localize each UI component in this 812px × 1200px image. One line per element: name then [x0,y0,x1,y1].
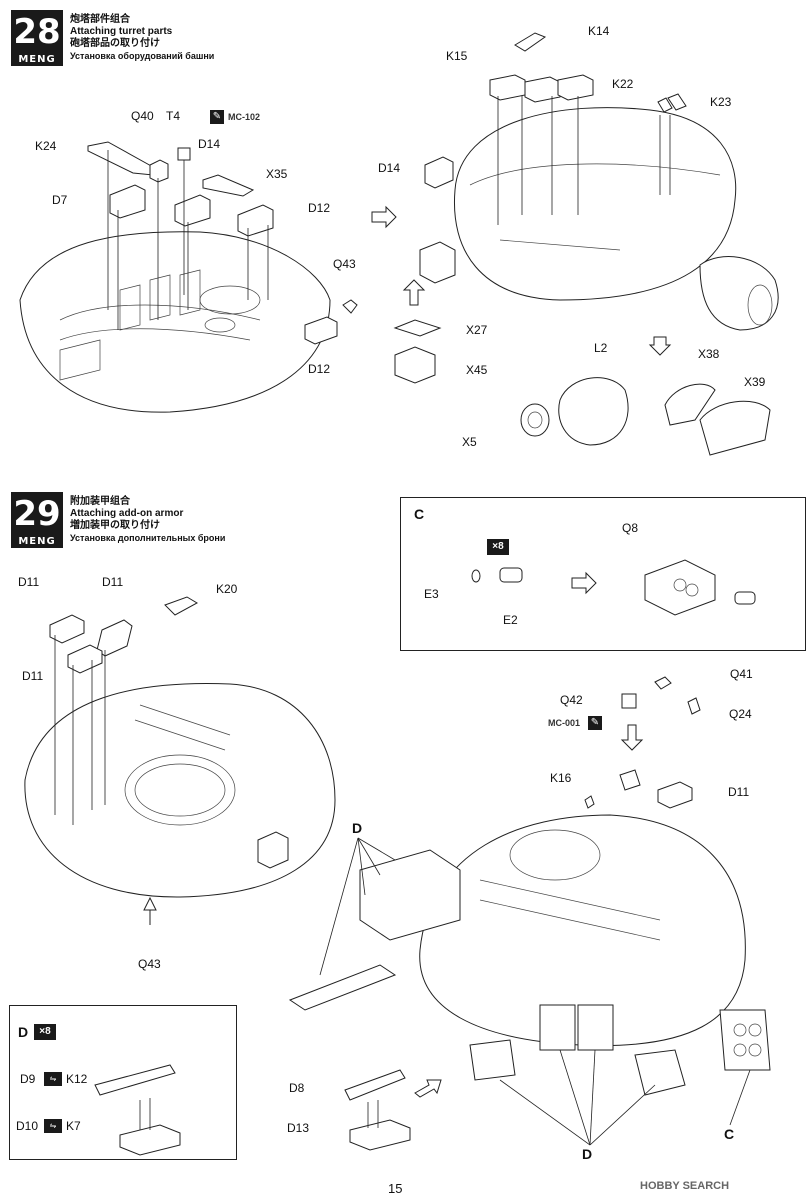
step29-title-ru: Установка дополнительных брони [70,533,226,543]
part-label: X45 [466,363,488,377]
part-label: Q43 [333,257,356,271]
part-label: D11 [102,575,124,589]
watermark: HOBBY SEARCH [640,1180,730,1192]
quantity-badge: ×8 [34,1024,56,1040]
subassembly-c-drawing [471,559,756,616]
paint-code: MC-001 [548,718,581,728]
part-label: D7 [52,193,68,207]
step28-title-en: Attaching turret parts [70,26,173,37]
step28-title-cn: 炮塔部件组合 [70,14,130,25]
turret-drawing-step28-right [393,32,779,456]
part-label: X5 [462,435,477,449]
quantity-badge: ×8 [487,539,509,555]
step28-title-jp: 砲塔部品の取り付け [70,38,160,49]
step29-title-cn: 附加装甲组合 [70,496,130,507]
part-label: Q8 [622,521,639,535]
turret-drawing-step29-left [24,596,336,925]
part-label: X35 [266,167,288,181]
part-label: K7 [66,1119,81,1133]
part-label: D12 [308,362,331,376]
parts-step28-left [87,141,358,345]
part-label: X39 [744,375,766,389]
part-label: Q40 [131,109,154,123]
armor-group-label: C [724,1126,735,1142]
part-label: T4 [166,109,181,123]
part-label: Q24 [729,707,752,721]
subassembly-d-box [9,1005,237,1160]
part-label: Q43 [138,957,161,971]
turret-drawing-step28-left [19,231,331,413]
part-label: K15 [446,49,468,63]
leader-lines [319,837,751,1146]
sprue-icon: ⇋ [44,1119,62,1133]
armor-group-label: D [582,1146,593,1162]
page-number: 15 [388,1181,403,1196]
part-label: Q42 [560,693,583,707]
part-label: D11 [18,575,40,589]
paint-brush-icon: ✎ [588,716,602,730]
part-label: D9 [20,1072,36,1086]
part-label: K24 [35,139,57,153]
part-label: D14 [378,161,401,175]
part-label: K16 [550,771,572,785]
subassembly-c-title: C [414,506,425,522]
subassembly-c-box [400,497,806,651]
part-label: D14 [198,137,221,151]
part-label: D10 [16,1119,39,1133]
sprue-icon: ⇋ [44,1072,62,1086]
brand-logo: MENG [11,536,63,548]
armor-group-label: D [352,820,363,836]
step29-title-en: Attaching add-on armor [70,508,184,519]
part-label: X38 [698,347,720,361]
part-label: K20 [216,582,238,596]
step-number-29: 29 MENG [11,492,63,548]
part-label: D12 [308,201,331,215]
part-label: K14 [588,24,610,38]
part-label: D11 [728,785,750,799]
paint-code: MC-102 [228,112,261,122]
step28-title-ru: Установка оборудований башни [70,51,215,61]
step-number-28: 28 MENG [11,10,63,66]
step-number-text: 29 [13,494,61,534]
subassembly-d-drawing [94,1064,442,1156]
subassembly-d-title: D [18,1024,29,1040]
brand-logo: MENG [11,54,63,66]
step-number-text: 28 [13,12,61,52]
step29-title-jp: 増加装甲の取り付け [70,520,160,531]
part-label: D13 [287,1121,310,1135]
part-label: K22 [612,77,634,91]
paint-brush-icon: ✎ [210,110,224,124]
turret-drawing-step29-right [288,676,771,1096]
part-label: K12 [66,1072,88,1086]
part-label: D8 [289,1081,305,1095]
part-label: X27 [466,323,488,337]
part-label: D11 [22,669,44,683]
part-label: K23 [710,95,732,109]
part-label: Q41 [730,667,753,681]
part-label: E2 [503,613,518,627]
part-label: L2 [594,341,608,355]
part-label: E3 [424,587,439,601]
